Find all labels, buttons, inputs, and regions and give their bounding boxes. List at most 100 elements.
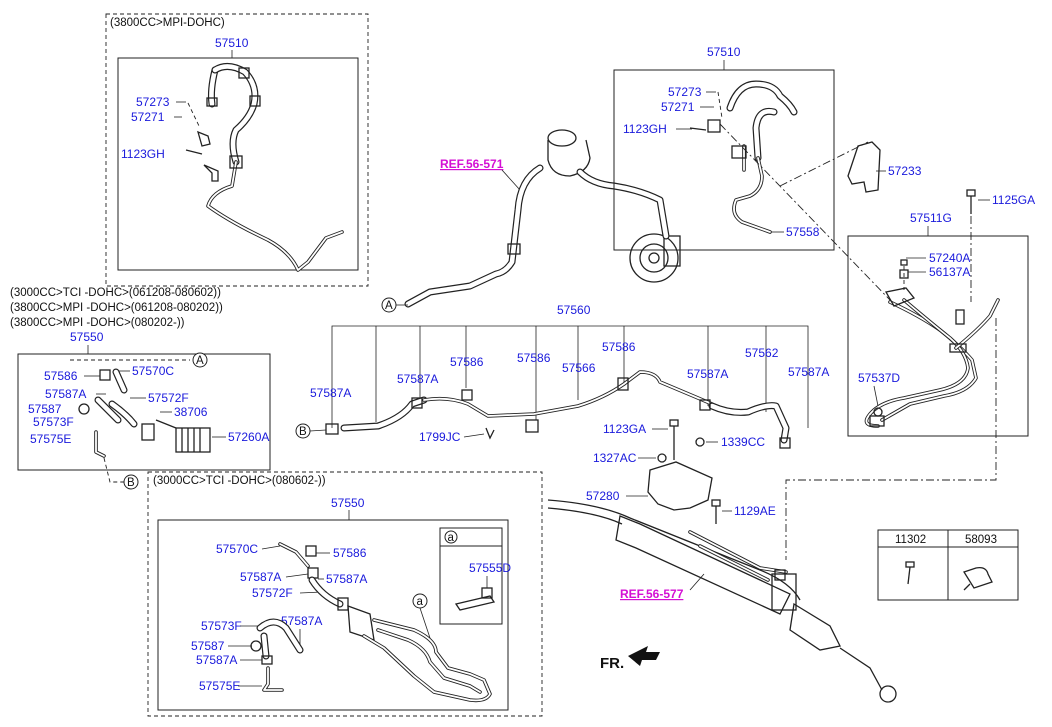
part-label-57240A: 57240A bbox=[929, 251, 970, 265]
cooler-mount bbox=[347, 605, 375, 641]
part-label-56137A: 56137A bbox=[929, 265, 970, 279]
part-label-57586-c3: 57586 bbox=[602, 340, 636, 354]
part-label-1123GH: 1123GH bbox=[121, 147, 165, 161]
inset-box bbox=[439, 527, 503, 625]
assembly-box-3 bbox=[847, 235, 1029, 437]
group-steering-gear: 1123GA 1339CC 1327AC 57280 1129AE REF.56… bbox=[547, 419, 897, 703]
callout-a-bottom: a bbox=[417, 596, 424, 608]
part-label-57586-c2: 57586 bbox=[517, 351, 551, 365]
part-label-1799JC: 1799JC bbox=[419, 430, 461, 444]
part-label-57586-bottom: 57586 bbox=[333, 546, 367, 560]
variant-label-2b: (3800CC>MPI -DOHC>(061208-080202)) bbox=[10, 302, 223, 314]
part-label-57510-right: 57510 bbox=[707, 45, 741, 59]
part-label-57586-left: 57586 bbox=[44, 369, 78, 383]
part-label-57550-left: 57550 bbox=[70, 330, 104, 344]
group-57550-bottom: (3000CC>TCI -DOHC>(080602-)) 57550 57570… bbox=[147, 471, 543, 717]
assembly-box-4 bbox=[17, 353, 271, 471]
part-label-57271-right: 57271 bbox=[661, 100, 695, 114]
group-57233: 57233 bbox=[847, 141, 922, 193]
rack-boot bbox=[789, 602, 841, 651]
part-label-38706: 38706 bbox=[174, 405, 208, 419]
part-label-1125GA: 1125GA bbox=[992, 193, 1035, 207]
variant-label-2a: (3000CC>TCI -DOHC>(061208-080602)) bbox=[10, 287, 221, 299]
callout-a-top: A bbox=[385, 300, 393, 312]
legend-header-58093: 58093 bbox=[965, 534, 997, 546]
assembly-box-1 bbox=[117, 57, 359, 271]
part-label-57273: 57273 bbox=[136, 95, 170, 109]
part-label-57537D: 57537D bbox=[858, 371, 900, 385]
variant-label-2c: (3800CC>MPI -DOHC>(080202-)) bbox=[10, 317, 185, 329]
part-label-57587A-b3: 57587A bbox=[281, 614, 322, 628]
legend-table: 11302 58093 bbox=[877, 529, 1019, 601]
clamp-57555D bbox=[454, 595, 496, 611]
part-label-57573F-left: 57573F bbox=[33, 415, 74, 429]
bracket-57233 bbox=[847, 141, 881, 193]
part-label-57587A-c2: 57587A bbox=[397, 372, 438, 386]
part-label-1129AE: 1129AE bbox=[734, 504, 776, 518]
part-label-1123GA: 1123GA bbox=[603, 422, 646, 436]
bolt-icon bbox=[905, 561, 915, 585]
group-reservoir-pump: REF.56-571 A bbox=[381, 129, 681, 313]
part-label-57555D: 57555D bbox=[469, 561, 511, 575]
part-label-57560: 57560 bbox=[557, 303, 591, 317]
part-label-57566: 57566 bbox=[562, 361, 596, 375]
reservoir bbox=[547, 139, 591, 177]
callout-b-left: B bbox=[127, 477, 135, 489]
reservoir-cap bbox=[547, 129, 577, 147]
part-label-57587A-c3: 57587A bbox=[687, 367, 728, 381]
ref-56-577: REF.56-577 bbox=[620, 587, 684, 601]
part-label-57573F-bottom: 57573F bbox=[201, 619, 242, 633]
part-label-57233: 57233 bbox=[888, 164, 922, 178]
variant-box-3 bbox=[147, 471, 543, 717]
group-57511G: 57511G 57240A 56137A 57537D bbox=[785, 211, 1029, 560]
part-label-57587A-b2: 57587A bbox=[326, 572, 367, 586]
part-label-57575E-bottom: 57575E bbox=[199, 679, 240, 693]
callout-b-center: B bbox=[299, 426, 307, 438]
part-label-57587A-left: 57587A bbox=[45, 387, 86, 401]
part-label-57575E-left: 57575E bbox=[30, 432, 71, 446]
front-direction-label: FR. bbox=[600, 655, 624, 672]
oil-cooler-left bbox=[175, 427, 211, 453]
assembly-box-2 bbox=[613, 69, 835, 251]
front-arrow-icon bbox=[628, 646, 660, 666]
part-label-57558: 57558 bbox=[786, 225, 820, 239]
part-label-57587-bottom: 57587 bbox=[191, 639, 225, 653]
part-label-57260A: 57260A bbox=[228, 430, 269, 444]
part-label-1123GH-right: 1123GH bbox=[623, 122, 667, 136]
part-label-57511G: 57511G bbox=[910, 211, 952, 225]
variant-label-3: (3000CC>TCI -DOHC>(080602-)) bbox=[153, 475, 326, 487]
part-label-57587A-c1: 57587A bbox=[310, 386, 351, 400]
part-label-1339CC: 1339CC bbox=[721, 435, 765, 449]
part-label-57586-c1: 57586 bbox=[450, 355, 484, 369]
group-3800cc-mpi-dohc: (3800CC>MPI-DOHC) 57510 57273 57271 1123… bbox=[105, 13, 369, 287]
part-label-1327AC: 1327AC bbox=[593, 451, 637, 465]
part-label-57587A-b1: 57587A bbox=[240, 570, 281, 584]
group-57560: 57560 57587A 57587A 57586 57586 57566 57… bbox=[295, 303, 829, 449]
group-57550-left: (3000CC>TCI -DOHC>(061208-080602)) (3800… bbox=[10, 287, 271, 490]
part-label-57510: 57510 bbox=[215, 36, 249, 50]
part-label-57273-right: 57273 bbox=[668, 85, 702, 99]
part-label-57570C-bottom: 57570C bbox=[216, 542, 258, 556]
group-57510-right: 57510 57273 57271 1123GH 57558 bbox=[613, 45, 891, 301]
inset-callout: a bbox=[448, 532, 455, 544]
part-label-57271: 57271 bbox=[131, 110, 165, 124]
part-label-57280: 57280 bbox=[586, 489, 620, 503]
legend-header-11302: 11302 bbox=[895, 534, 926, 546]
variant-label-1: (3800CC>MPI-DOHC) bbox=[110, 17, 225, 29]
part-label-57572F-bottom: 57572F bbox=[252, 586, 293, 600]
part-label-57550-bottom: 57550 bbox=[331, 496, 365, 510]
part-label-57562: 57562 bbox=[745, 346, 779, 360]
bracket-57280 bbox=[647, 461, 713, 511]
part-label-57587A-b4: 57587A bbox=[196, 653, 237, 667]
group-1125GA: 1125GA bbox=[966, 189, 1035, 302]
pump bbox=[629, 233, 679, 283]
callout-a-left: A bbox=[196, 355, 204, 367]
part-label-57587-left: 57587 bbox=[28, 402, 62, 416]
variant-box-1 bbox=[105, 13, 369, 287]
rack-housing bbox=[615, 515, 791, 615]
ref-56-571: REF.56-571 bbox=[440, 157, 504, 171]
part-label-57572F-left: 57572F bbox=[148, 391, 189, 405]
assembly-box-5 bbox=[157, 519, 509, 711]
part-label-57570C-left: 57570C bbox=[132, 364, 174, 378]
